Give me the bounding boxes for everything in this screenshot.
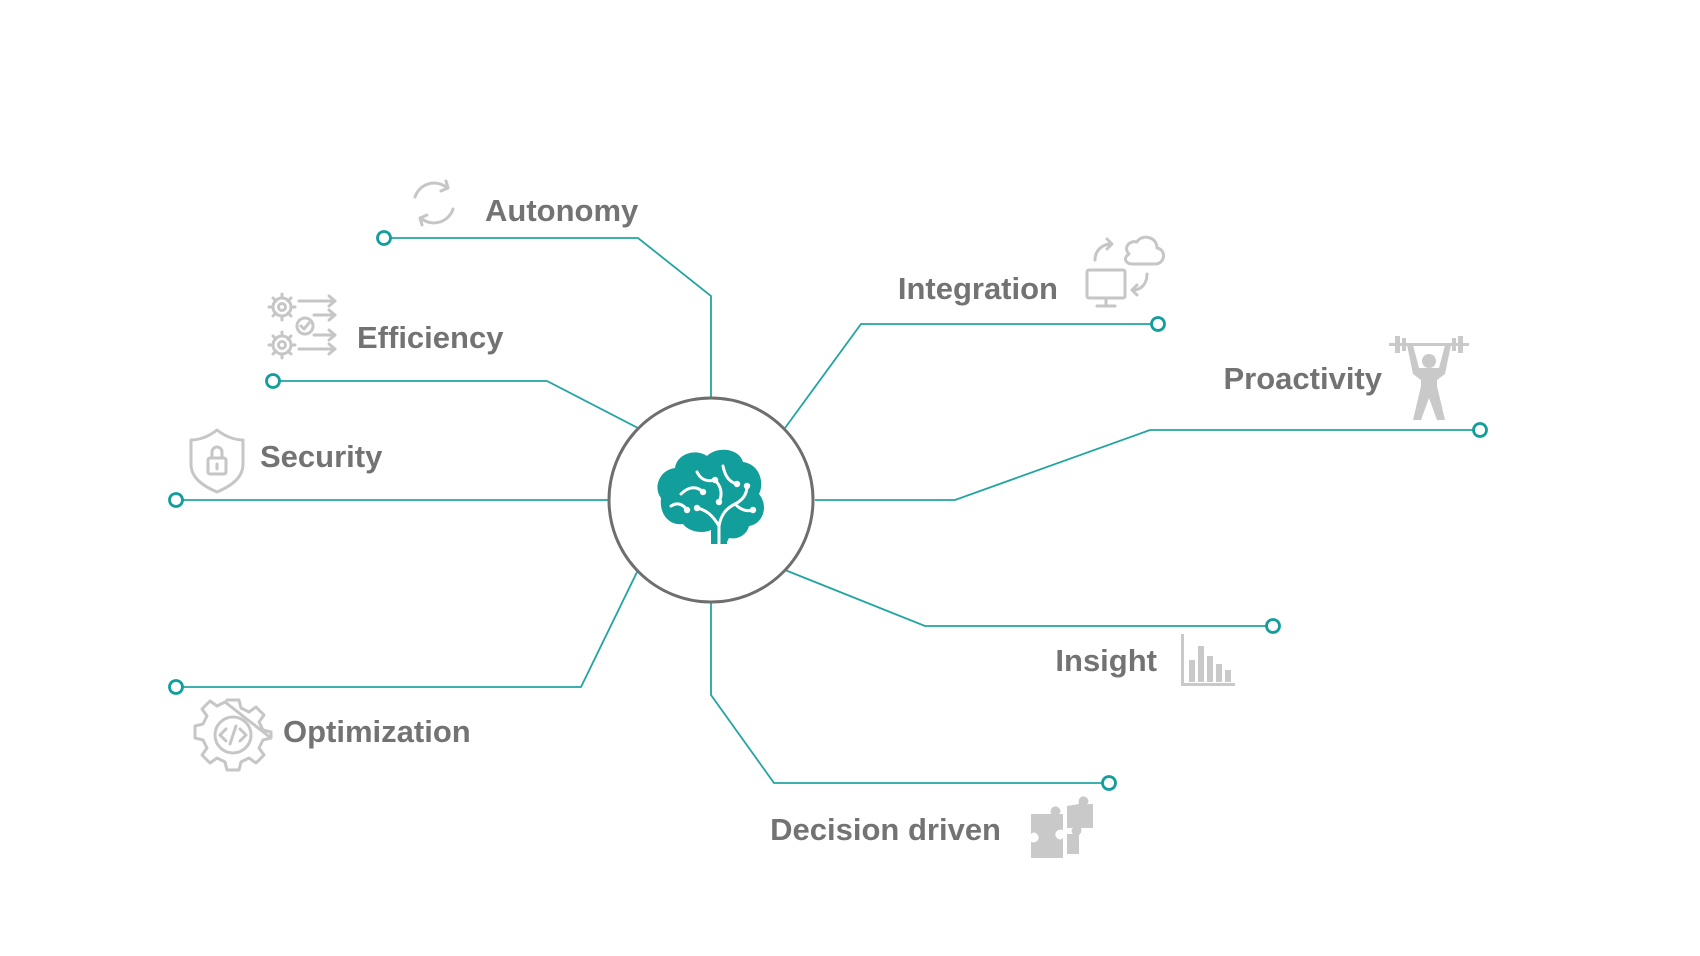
refresh-icon xyxy=(413,179,455,227)
label-insight: Insight xyxy=(1055,643,1157,678)
center-hub xyxy=(607,396,815,604)
connector-integration xyxy=(784,323,1158,429)
connector-proactivity xyxy=(815,429,1480,501)
connector-autonomy xyxy=(384,237,712,398)
label-optimization: Optimization xyxy=(283,714,471,749)
gear-code-icon xyxy=(193,698,273,772)
brain-icon xyxy=(657,449,764,546)
endpoint-dot-decision xyxy=(1101,775,1117,791)
endpoint-dot-efficiency xyxy=(265,373,281,389)
cloud-computer-icon xyxy=(1085,235,1165,308)
label-autonomy: Autonomy xyxy=(485,193,639,228)
bar-chart-icon xyxy=(1181,634,1235,686)
labels: Autonomy Efficiency Security Optimizatio… xyxy=(260,193,1383,847)
connectors xyxy=(176,237,1480,784)
weightlifter-icon xyxy=(1389,336,1469,420)
connector-optimization xyxy=(176,569,639,688)
connector-efficiency xyxy=(273,380,639,429)
connector-insight xyxy=(784,569,1273,627)
puzzle-icon xyxy=(1031,796,1093,858)
shield-lock-icon xyxy=(189,428,245,494)
label-integration: Integration xyxy=(898,271,1058,306)
endpoint-dot-proactivity xyxy=(1472,422,1488,438)
label-security: Security xyxy=(260,439,383,474)
connector-decision xyxy=(710,600,1109,784)
endpoint-dot-insight xyxy=(1265,618,1281,634)
endpoint-dot-optimization xyxy=(168,679,184,695)
gears-arrows-icon xyxy=(267,292,337,360)
label-decision-driven: Decision driven xyxy=(770,812,1001,847)
endpoints xyxy=(168,230,1488,791)
endpoint-dot-security xyxy=(168,492,184,508)
label-efficiency: Efficiency xyxy=(357,320,504,355)
endpoint-dot-integration xyxy=(1150,316,1166,332)
label-proactivity: Proactivity xyxy=(1223,361,1382,396)
endpoint-dot-autonomy xyxy=(376,230,392,246)
